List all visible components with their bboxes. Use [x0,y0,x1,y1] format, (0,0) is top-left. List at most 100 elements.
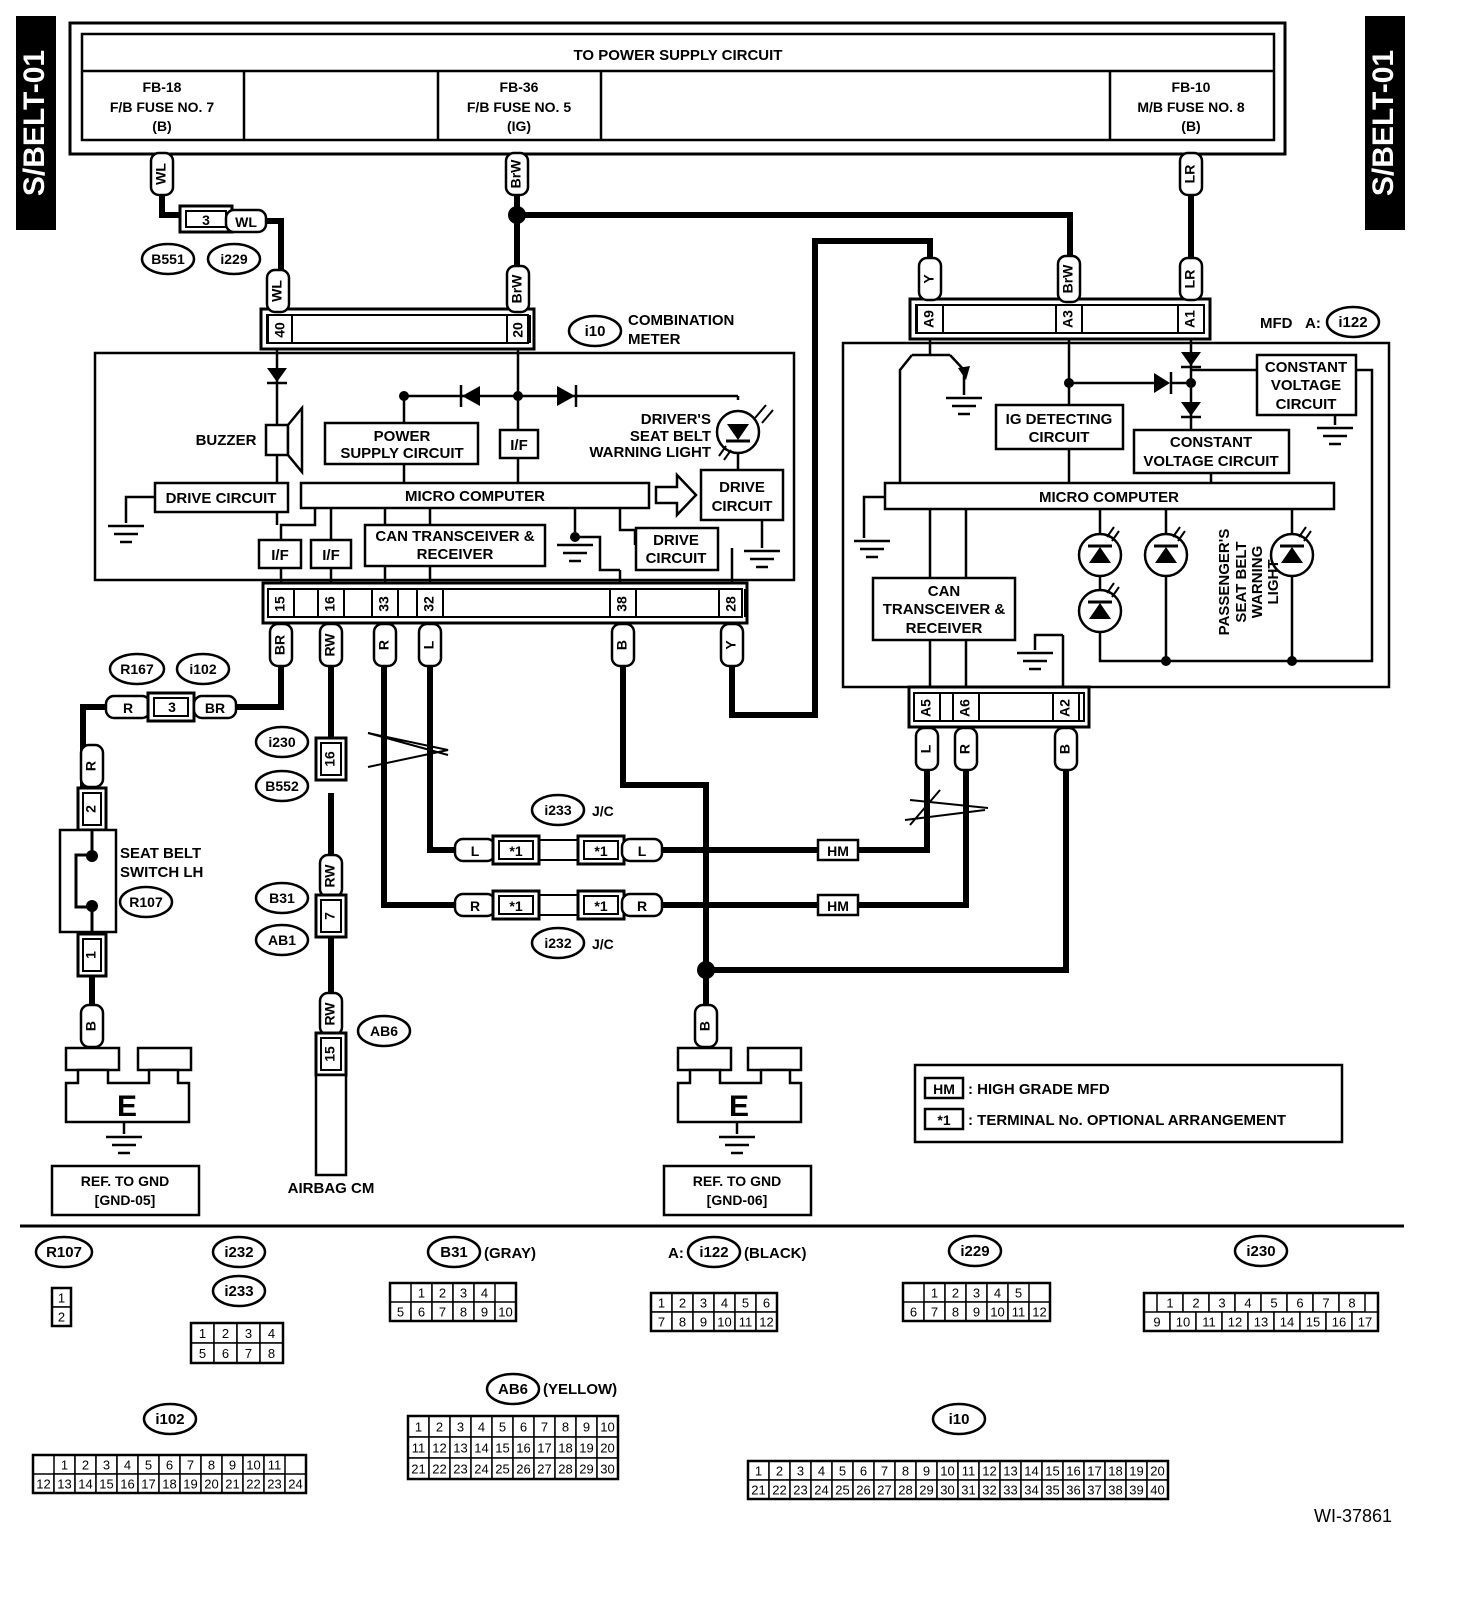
svg-text:*1: *1 [937,1112,950,1128]
face-pin-label: 19 [579,1441,593,1456]
wire-tag-b-a2: B [1053,726,1079,772]
face-pin-label: 2 [439,1286,446,1301]
face-pin-label: 2 [679,1296,686,1311]
face-pin-label: 12 [759,1315,773,1330]
meter-name-2: METER [628,331,681,348]
face-pin-label: 8 [1348,1296,1355,1311]
face-pin-label: 9 [923,1464,930,1479]
wire-tag-y-mfd: Y [917,256,943,302]
svg-text:SEAT BELT: SEAT BELT [120,845,201,862]
face-pin-label: 24 [288,1477,302,1492]
face-pin-label: 4 [818,1464,825,1479]
face-pin-label: 8 [902,1464,909,1479]
wire-tags: WL BrW LR WL BrW Y BrW LR BR RW R L B Y … [79,151,1204,1049]
face-pin-label: 15 [1306,1315,1320,1330]
driver-light-label-1: DRIVER'S [641,411,711,428]
face-pin-label: 6 [166,1458,173,1473]
power-supply-box: TO POWER SUPPLY CIRCUIT FB-18 F/B FUSE N… [68,21,1287,156]
svg-text:i10: i10 [949,1411,970,1428]
face-pin-label: 1 [931,1286,938,1301]
face-pin-label: 1 [418,1286,425,1301]
svg-text:: TERMINAL No. OPTIONAL ARRANG: : TERMINAL No. OPTIONAL ARRANGEMENT [968,1112,1286,1129]
svg-text:A1: A1 [1182,310,1198,328]
svg-text:Y: Y [723,640,739,650]
svg-text:B31: B31 [269,890,295,906]
face-pin-label: 8 [460,1305,467,1320]
face-pin-label: 39 [1129,1483,1143,1498]
face-pin-label: 10 [498,1305,512,1320]
svg-text:R: R [83,761,99,771]
face-pin-label: 3 [973,1286,980,1301]
svg-text:R: R [470,898,480,914]
face-pin-label: 17 [141,1477,155,1492]
face-pin-label: 8 [562,1420,569,1435]
face-outline [189,1321,285,1365]
face-pin-label: 22 [246,1477,260,1492]
face-pin-label: 13 [453,1441,467,1456]
face-pin-label: 3 [103,1458,110,1473]
airbag-chain: i230 B552 16 B31 AB1 7 AB6 15 AIRBAG CM [254,725,412,1197]
svg-text:HM: HM [827,898,849,914]
svg-text:WL: WL [269,280,285,302]
face-pin-label: 32 [982,1483,996,1498]
face-pin-label: 7 [439,1305,446,1320]
svg-text:B: B [83,1021,99,1031]
wire-tag-r-a6: R [953,726,979,772]
svg-text:S/BELT-01: S/BELT-01 [18,50,51,196]
fuse-3-name: M/B FUSE NO. 8 [1137,99,1245,115]
combination-meter: 40 20 i10 COMBINATION METER BUZZER POWER… [93,307,796,625]
svg-text:WARNING LIGHT: WARNING LIGHT [589,444,711,461]
face-pin-label: 26 [516,1462,530,1477]
face-pin-label: 9 [481,1305,488,1320]
face-pin-label: 6 [520,1420,527,1435]
wire-tag-brw-mfd: BrW [1056,254,1082,304]
svg-text:A2: A2 [1057,699,1073,717]
svg-text:[GND-05]: [GND-05] [95,1192,156,1208]
face-pin-label: 38 [1108,1483,1122,1498]
svg-text:LR: LR [1182,270,1198,289]
face-pin-label: 11 [962,1464,976,1479]
face-pin-label: 10 [990,1305,1004,1320]
wire-tag-lr-top: LR [1178,151,1204,197]
face-pin-label: 11 [1012,1305,1026,1320]
face-pin-label: 10 [717,1315,731,1330]
svg-text:BrW: BrW [1060,264,1076,294]
face-outline [746,1459,1170,1501]
face-pin-label: 11 [412,1441,426,1456]
face-pin-label: 24 [474,1462,488,1477]
svg-text:15: 15 [322,1046,338,1062]
face-pin-label: 13 [1254,1315,1268,1330]
face-pin-label: 2 [776,1464,783,1479]
svg-text:E: E [729,1090,749,1123]
face-pin-label: 11 [1202,1315,1216,1330]
face-pin-label: 19 [1129,1464,1143,1479]
face-pin-label: 22 [432,1462,446,1477]
face-pin-label: 23 [453,1462,467,1477]
svg-text:i230: i230 [1246,1243,1275,1260]
svg-text:(YELLOW): (YELLOW) [543,1381,617,1398]
svg-text:i232: i232 [224,1244,253,1261]
svg-text:R107: R107 [46,1244,82,1261]
face-pin-label: 12 [1228,1315,1242,1330]
wire-tag-rw-2: RW [318,853,344,899]
face-pin-label: 21 [751,1483,765,1498]
face-pin-label: 3 [457,1420,464,1435]
face-pin-label: 37 [1087,1483,1101,1498]
svg-text:AB1: AB1 [268,932,296,948]
svg-text:I/F: I/F [322,547,340,564]
face-pin-label: 3 [460,1286,467,1301]
svg-text:SEAT BELT: SEAT BELT [1233,541,1250,622]
face-outline [388,1281,518,1323]
ground-gnd05: E REF. TO GND [GND-05] [50,1046,201,1217]
svg-text:CAN TRANSCEIVER &: CAN TRANSCEIVER & [375,528,534,545]
face-pin-label: 8 [268,1346,275,1361]
connector-face-headers: R107 i232 i233 B31 (GRAY) A: i122 (BLACK… [34,1234,1289,1436]
face-r107: 12 [50,1286,73,1328]
svg-text:2: 2 [83,805,99,813]
svg-text:WL: WL [153,163,169,185]
face-pin-label: 21 [225,1477,239,1492]
face-pin-label: 8 [679,1315,686,1330]
svg-text:BrW: BrW [509,274,525,304]
face-pin-label: 16 [1066,1464,1080,1479]
